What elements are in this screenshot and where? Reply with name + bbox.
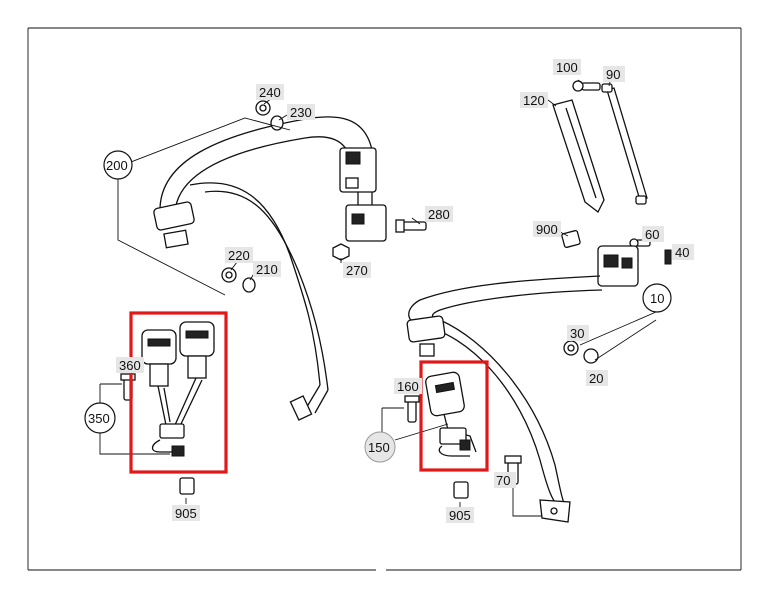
label-40: 40 bbox=[675, 245, 689, 260]
label-20: 20 bbox=[589, 371, 603, 386]
label-210: 210 bbox=[256, 262, 278, 277]
label-905-left: 905 bbox=[175, 506, 197, 521]
label-10: 10 bbox=[650, 291, 664, 306]
label-160: 160 bbox=[397, 379, 419, 394]
label-70: 70 bbox=[496, 473, 510, 488]
label-150: 150 bbox=[368, 440, 390, 455]
label-280: 280 bbox=[428, 207, 450, 222]
diagram-frame bbox=[27, 27, 742, 571]
callout-labels: 240 230 200 280 270 220 210 360 350 905 … bbox=[84, 59, 694, 523]
circle-350 bbox=[84, 402, 116, 434]
circle-10 bbox=[642, 283, 672, 313]
label-905-right: 905 bbox=[449, 508, 471, 523]
label-220: 220 bbox=[228, 248, 250, 263]
label-120: 120 bbox=[523, 93, 545, 108]
label-100: 100 bbox=[556, 60, 578, 75]
label-230: 230 bbox=[290, 105, 312, 120]
right-single-buckle bbox=[381, 360, 489, 508]
label-350: 350 bbox=[88, 411, 110, 426]
label-900: 900 bbox=[536, 222, 558, 237]
circle-150 bbox=[364, 431, 396, 463]
label-270: 270 bbox=[346, 263, 368, 278]
label-60: 60 bbox=[645, 227, 659, 242]
circle-200 bbox=[103, 150, 133, 180]
label-90: 90 bbox=[606, 67, 620, 82]
label-360: 360 bbox=[119, 358, 141, 373]
label-30: 30 bbox=[570, 326, 584, 341]
left-buckle-highlight bbox=[129, 311, 228, 474]
left-double-buckle bbox=[99, 311, 228, 504]
right-buckle-highlight bbox=[419, 360, 489, 472]
left-belt-assembly bbox=[117, 97, 427, 421]
label-200: 200 bbox=[106, 158, 128, 173]
label-240: 240 bbox=[259, 85, 281, 100]
